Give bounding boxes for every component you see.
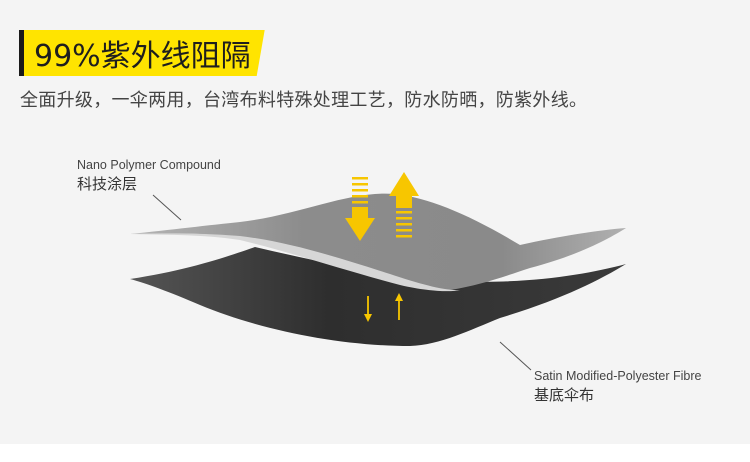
arrow-down-icon	[345, 177, 375, 241]
base-fabric-layer	[130, 247, 626, 346]
title-accent-bar	[19, 30, 24, 76]
small-arrow-up-icon	[395, 293, 403, 320]
small-arrow-down-icon	[364, 296, 372, 322]
coating-layer-edge	[130, 233, 460, 292]
page-title: 99%紫外线阻隔	[34, 39, 251, 74]
coating-layer-label: Nano Polymer Compound 科技涂层	[77, 157, 221, 195]
bottom-label-leader	[499, 341, 532, 371]
coating-layer	[130, 193, 626, 290]
title-highlight: 99%紫外线阻隔	[24, 30, 265, 76]
title-banner: 99%紫外线阻隔	[19, 30, 265, 76]
base-fabric-name-en: Satin Modified-Polyester Fibre	[534, 369, 702, 383]
base-fabric-name-cn: 基底伞布	[534, 386, 595, 404]
bottom-strip	[0, 444, 750, 462]
feature-description: 全面升级，一伞两用，台湾布料特殊处理工艺，防水防晒，防紫外线。	[20, 90, 588, 111]
top-label-leader	[152, 194, 182, 221]
coating-layer-name-cn: 科技涂层	[77, 175, 138, 193]
arrow-up-icon	[389, 172, 419, 238]
coating-layer-name-en: Nano Polymer Compound	[77, 158, 221, 172]
base-fabric-label: Satin Modified-Polyester Fibre 基底伞布	[534, 368, 701, 406]
